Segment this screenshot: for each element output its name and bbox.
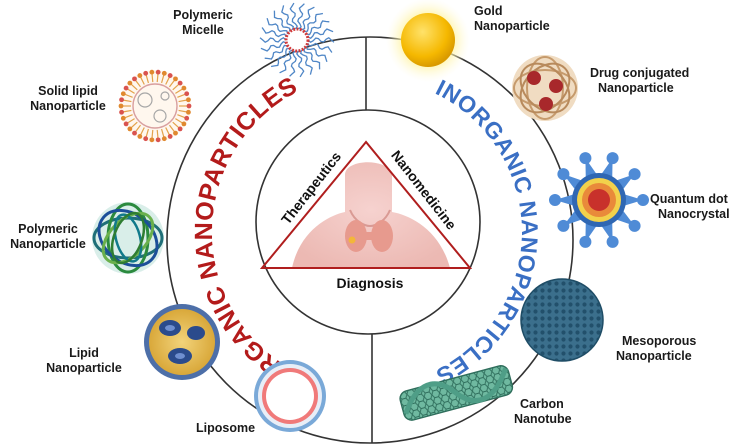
center-triangle [259,140,473,269]
liposome-label: Liposome [196,421,256,435]
thyroid-body-illustration [292,162,450,268]
mesoporous-nanoparticle-image [520,278,604,362]
quantum-dot-nanocrystal-image [549,152,649,248]
diagnosis-label: Diagnosis [337,275,404,291]
lipid-nanoparticle-image [144,304,220,380]
drug-conjugated-nanoparticle-image [512,55,578,121]
outer-ring [166,36,574,444]
polymeric-micelle-image [259,2,335,78]
polymeric-nanoparticle-image [92,202,164,274]
liposome-image [254,360,326,432]
carbon-nanotube-image [399,365,514,421]
gold-nanoparticle-image [386,0,470,82]
solid-lipid-nanoparticle-image [118,69,192,143]
